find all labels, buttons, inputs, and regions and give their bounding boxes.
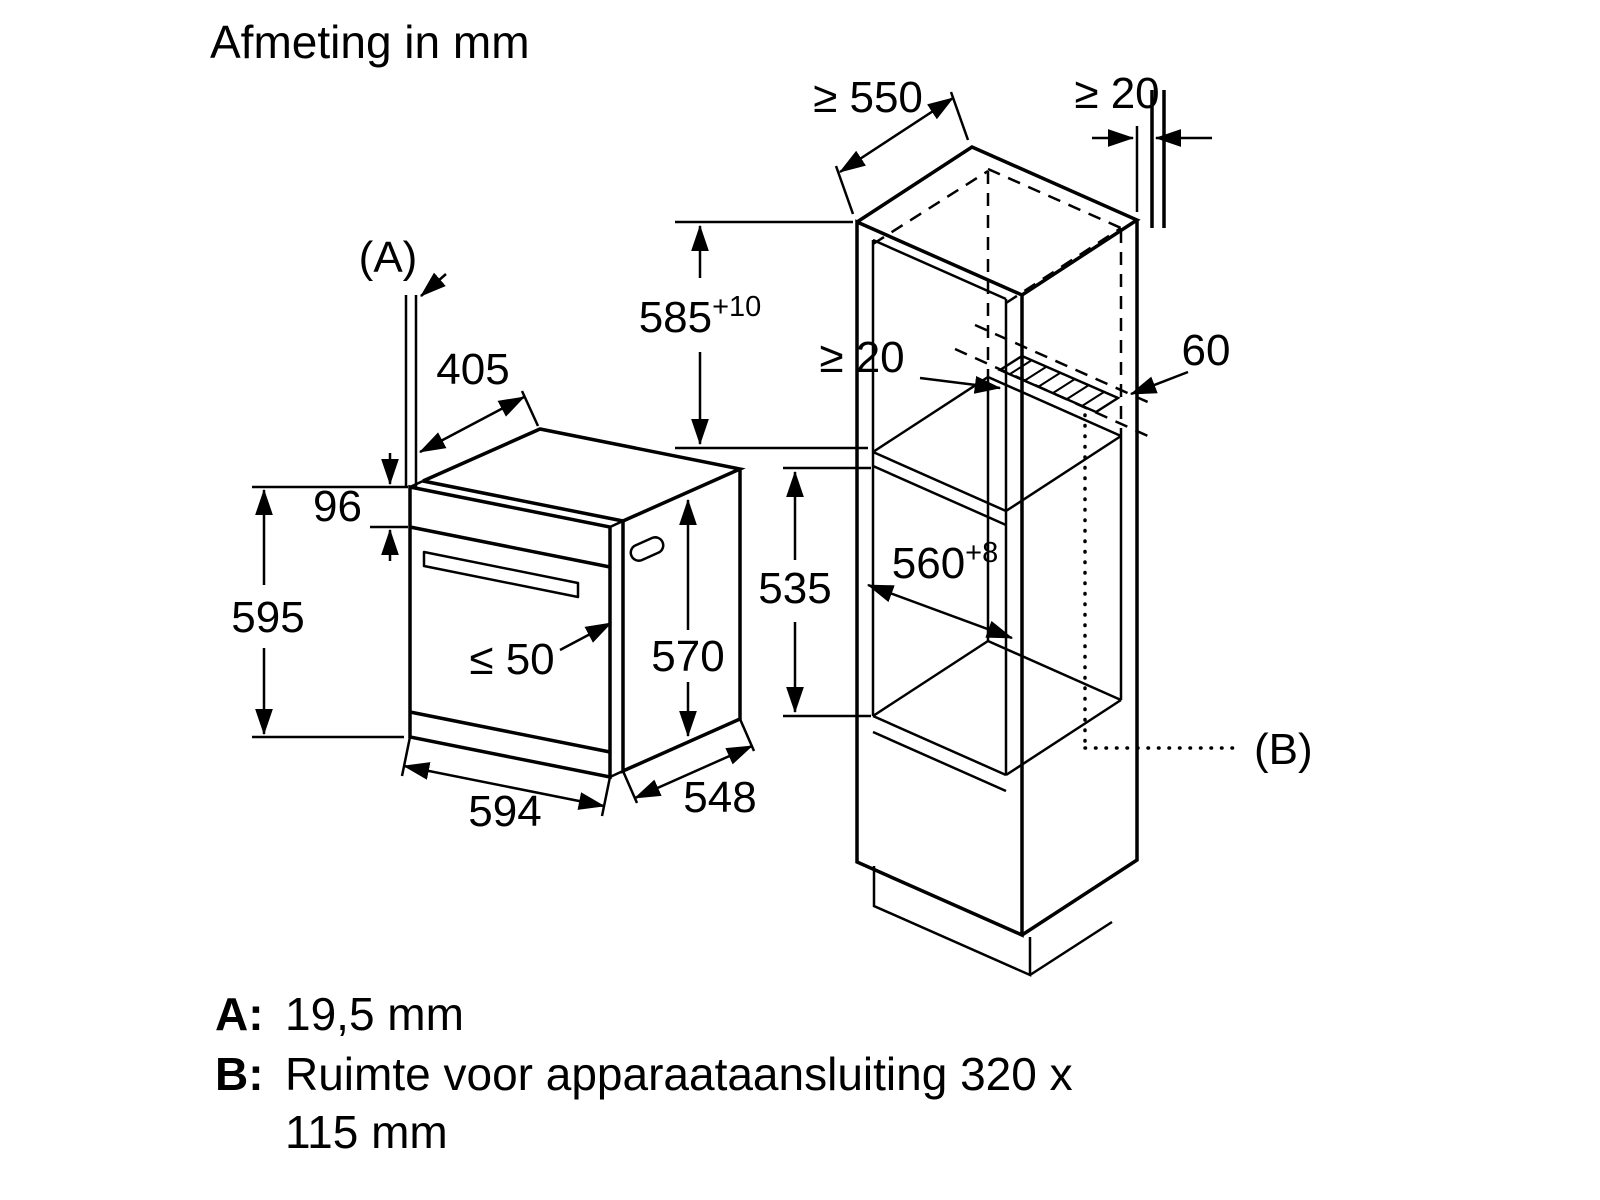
cabinet-back-right-edge bbox=[1021, 220, 1139, 937]
cabinet-inner-frame bbox=[871, 238, 1008, 775]
legend-a-value: 19,5 mm bbox=[285, 988, 464, 1040]
dimension-548: 548 bbox=[621, 718, 757, 822]
dimension-rear-gap: ≥ 20 bbox=[819, 333, 1002, 394]
dim-reargap-label: ≥ 20 bbox=[819, 333, 904, 382]
dimension-min-depth: ≥ 550 bbox=[813, 73, 970, 215]
oven-right-face bbox=[621, 469, 742, 774]
dim-reargap-arrow bbox=[919, 376, 1002, 394]
oven-side-grip-cutout bbox=[629, 536, 665, 562]
dim-585-extensions bbox=[675, 220, 868, 450]
dim-405-line bbox=[418, 395, 526, 454]
dim-585-label: 585+10 bbox=[639, 291, 762, 342]
dimension-570: 570 bbox=[651, 498, 725, 738]
legend-b-key: B: bbox=[215, 1048, 264, 1100]
dim-550-line bbox=[839, 96, 954, 174]
dim-595-extensions bbox=[252, 485, 408, 739]
oven-door-bottom-line bbox=[409, 710, 611, 754]
cabinet-drawing bbox=[855, 90, 1166, 977]
dim-405-extension bbox=[520, 390, 540, 427]
dim-560-label: 560+8 bbox=[892, 537, 999, 588]
dimension-niche-depth: 560+8 bbox=[866, 537, 1014, 640]
dim-535-extensions bbox=[783, 466, 871, 718]
oven-door-handle bbox=[422, 550, 580, 599]
dim-535-label: 535 bbox=[758, 564, 831, 613]
dim-550-label: ≥ 550 bbox=[813, 73, 923, 122]
cabinet-back-verticals bbox=[986, 377, 1123, 700]
legend: A: 19,5 mm B: Ruimte voor apparaataanslu… bbox=[215, 988, 1073, 1158]
dimension-ref-b: (B) bbox=[1083, 413, 1313, 774]
oven-dimensions: (A) 405 96 595 ≤ 50 bbox=[231, 233, 756, 836]
cabinet-plinth bbox=[872, 866, 1113, 977]
dimension-niche-height: 585+10 bbox=[639, 220, 868, 450]
ref-a-label: (A) bbox=[359, 233, 418, 282]
ref-b-label: (B) bbox=[1254, 725, 1313, 774]
dimension-lower-height: 535 bbox=[758, 466, 871, 718]
dimension-vent-width: 60 bbox=[1129, 326, 1231, 396]
vent-duct-outline bbox=[997, 354, 1121, 414]
dim-wallgap-label: ≥ 20 bbox=[1074, 69, 1159, 118]
oven-top-face bbox=[422, 427, 746, 523]
vent-duct-hatch bbox=[997, 354, 1121, 414]
oven-frame-top-edge bbox=[422, 479, 624, 523]
dimension-594: 594 bbox=[400, 736, 612, 836]
cabinet-hidden-edges bbox=[872, 167, 1123, 436]
cabinet-top-face bbox=[856, 145, 1141, 297]
legend-b-value-line2: 115 mm bbox=[285, 1106, 448, 1158]
oven-control-panel-line bbox=[409, 525, 611, 569]
dimension-wall-gap: ≥ 20 bbox=[1074, 69, 1212, 147]
dim-96-label: 96 bbox=[313, 482, 362, 531]
dimension-ref-a: (A) bbox=[359, 233, 447, 487]
cabinet-dimensions: ≥ 550 ≥ 20 585+10 ≥ 20 60 bbox=[639, 69, 1313, 774]
dim-570-label: 570 bbox=[651, 632, 724, 681]
dim-548-label: 548 bbox=[683, 773, 756, 822]
cabinet-shelf bbox=[872, 375, 1122, 527]
dim-548-line bbox=[633, 744, 754, 800]
ref-b-dotted-lines bbox=[1083, 413, 1242, 750]
vent-duct-hatch-lines bbox=[1009, 359, 1105, 407]
dim-594-label: 594 bbox=[468, 787, 541, 836]
dim-405-label: 405 bbox=[436, 345, 509, 394]
cabinet-floor bbox=[872, 639, 1122, 793]
dim-50-arrow bbox=[559, 621, 613, 652]
legend-a-key: A: bbox=[215, 988, 264, 1040]
legend-b-value-line1: Ruimte voor apparaataansluiting 320 x bbox=[285, 1048, 1073, 1100]
dim-60-label: 60 bbox=[1182, 326, 1231, 375]
dim-60-arrow bbox=[1129, 370, 1189, 396]
ref-a-extension-lines bbox=[404, 295, 418, 487]
ref-a-arrow bbox=[420, 272, 447, 297]
dim-594-line bbox=[402, 762, 606, 810]
wall-lines bbox=[1150, 90, 1166, 228]
cabinet-duct-hidden-lines bbox=[954, 323, 1151, 438]
diagram-title: Afmeting in mm bbox=[210, 16, 530, 68]
dimension-405: 405 bbox=[418, 345, 540, 454]
dimension-door-protrusion: ≤ 50 bbox=[469, 621, 613, 684]
dimension-595: 595 bbox=[231, 485, 408, 739]
dim-50-label: ≤ 50 bbox=[469, 635, 554, 684]
dim-560-line bbox=[866, 583, 1014, 640]
oven-drawing bbox=[408, 427, 746, 780]
dimension-96: 96 bbox=[313, 453, 408, 561]
dim-595-label: 595 bbox=[231, 593, 304, 642]
